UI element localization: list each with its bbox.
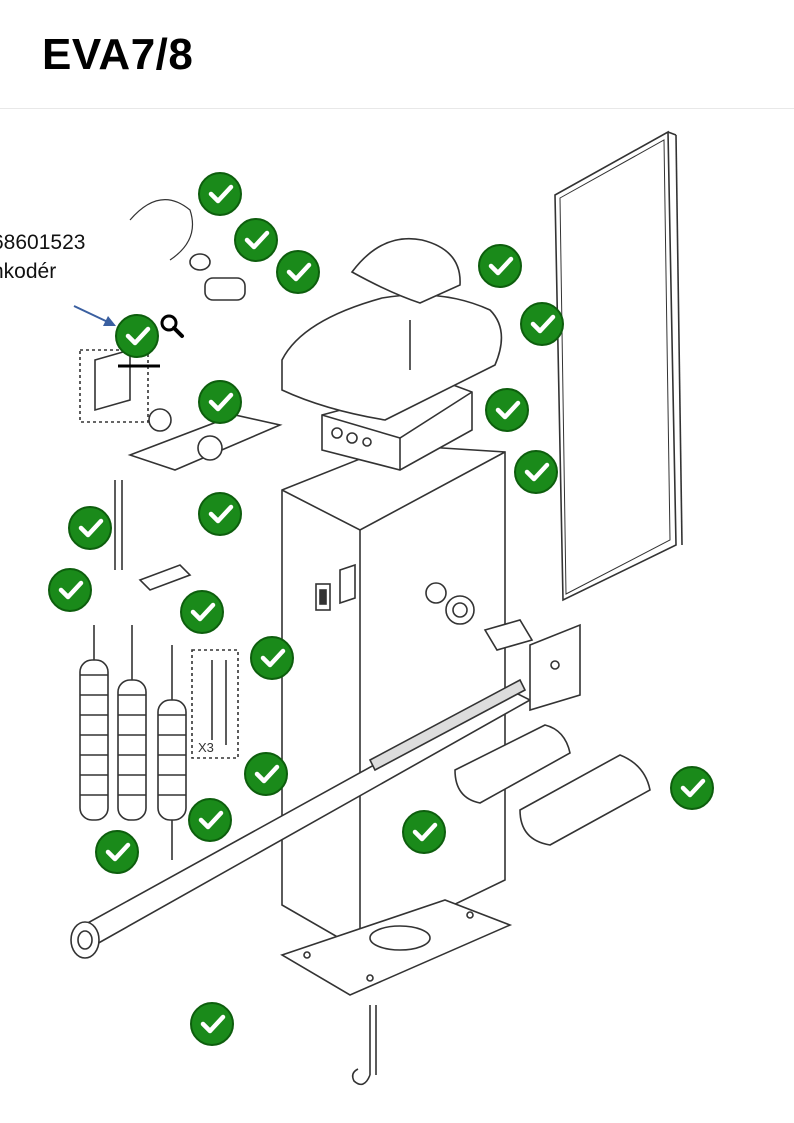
part-check-encoder[interactable] (115, 314, 159, 358)
part-check-5[interactable] (478, 244, 522, 288)
spring-part-3 (157, 645, 187, 860)
boom-profile-part (454, 724, 651, 846)
part-check-19[interactable] (670, 766, 714, 810)
part-check-16[interactable] (188, 798, 232, 842)
check-icon (78, 518, 104, 538)
part-check-2[interactable] (234, 218, 278, 262)
anchor-bolt-part (351, 1005, 377, 1086)
check-icon (200, 1014, 226, 1034)
check-icon (125, 326, 151, 346)
encoder-part (79, 199, 246, 432)
part-check-15[interactable] (244, 752, 288, 796)
cover-part (281, 237, 503, 421)
spring-part-2 (117, 625, 147, 821)
check-icon (208, 184, 234, 204)
bolt-set-part: X3 (191, 649, 239, 759)
page-title: EVA7/8 (42, 30, 194, 79)
part-check-11[interactable] (68, 506, 112, 550)
part-check-9[interactable] (198, 380, 242, 424)
part-check-20[interactable] (190, 1002, 234, 1046)
part-check-8[interactable] (514, 450, 558, 494)
check-icon (530, 314, 556, 334)
part-check-1[interactable] (198, 172, 242, 216)
side-panel-part (554, 130, 683, 602)
flange-part (445, 595, 581, 712)
part-tooltip: 68601523 nkodér (0, 228, 145, 290)
cabinet-part (281, 444, 506, 951)
check-icon (208, 504, 234, 524)
check-icon (488, 256, 514, 276)
boom-beam-part (70, 678, 532, 959)
part-check-10[interactable] (198, 492, 242, 536)
check-icon (244, 230, 270, 250)
title-divider (0, 108, 794, 109)
check-icon (208, 392, 234, 412)
part-check-17[interactable] (95, 830, 139, 874)
magnifier-icon[interactable] (158, 312, 186, 340)
check-icon (254, 764, 280, 784)
check-icon (58, 580, 84, 600)
part-check-14[interactable] (250, 636, 294, 680)
part-check-18[interactable] (402, 810, 446, 854)
check-icon (105, 842, 131, 862)
tooltip-part-name: nkodér (0, 260, 57, 283)
part-check-3[interactable] (276, 250, 320, 294)
x3-label: X3 (198, 740, 214, 755)
part-check-7[interactable] (485, 388, 529, 432)
base-plate-part (280, 899, 513, 996)
check-icon (524, 462, 550, 482)
check-icon (412, 822, 438, 842)
pointer-arrow (73, 305, 116, 326)
check-icon (198, 810, 224, 830)
linkage-part (114, 414, 283, 591)
check-icon (286, 262, 312, 282)
check-icon (495, 400, 521, 420)
part-check-12[interactable] (48, 568, 92, 612)
tooltip-part-number: 68601523 (0, 231, 86, 254)
check-icon (680, 778, 706, 798)
spring-part-1 (79, 625, 109, 821)
part-check-6[interactable] (520, 302, 564, 346)
check-icon (190, 602, 216, 622)
part-check-13[interactable] (180, 590, 224, 634)
check-icon (260, 648, 286, 668)
